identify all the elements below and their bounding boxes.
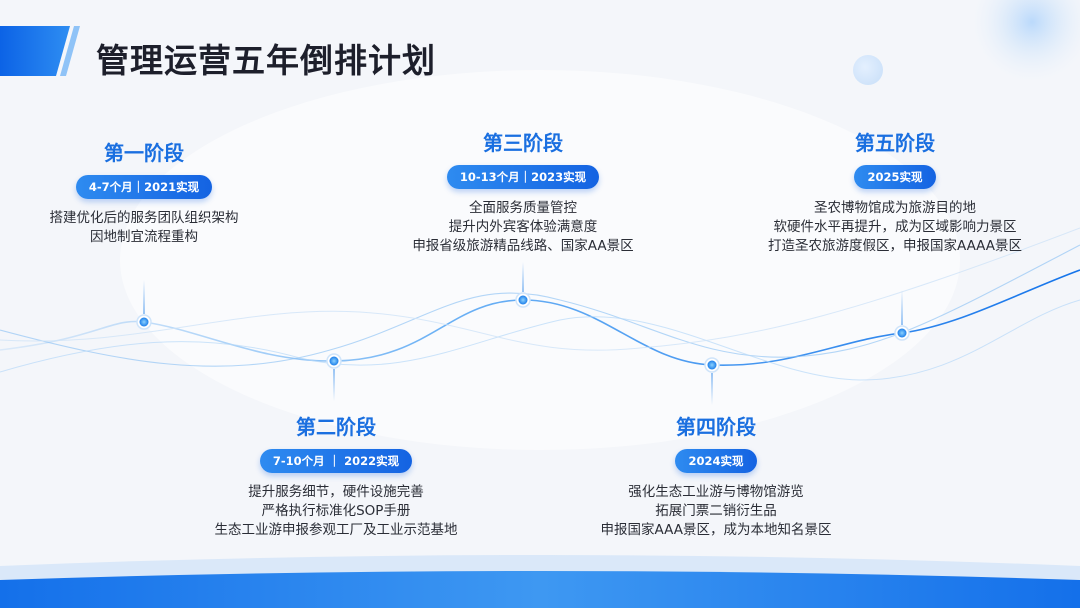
- stage-3-description: 全面服务质量管控 提升内外宾客体验满意度 申报省级旅游精品线路、国家AA景区: [293, 199, 753, 256]
- stage-5-block: 第五阶段 2025实现 圣农博物馆成为旅游目的地 软硬件水平再提升，成为区域影响…: [665, 130, 1080, 256]
- stage-5-description: 圣农博物馆成为旅游目的地 软硬件水平再提升，成为区域影响力景区 打造圣农旅游度假…: [665, 199, 1080, 256]
- title-tag-stripe: [60, 26, 80, 76]
- stage-3-name: 第三阶段: [483, 131, 563, 155]
- stage-2-name: 第二阶段: [296, 415, 376, 439]
- stage-1-line-1: 搭建优化后的服务团队组织架构: [49, 210, 239, 226]
- stage-5-line-2: 软硬件水平再提升，成为区域影响力景区: [773, 219, 1017, 235]
- node-stage-4: [704, 357, 720, 373]
- stage-3-period-badge: 10-13个月｜2023实现: [446, 165, 600, 189]
- decor-corner-glow: [972, 0, 1080, 82]
- stage-4-line-1: 强化生态工业游与博物馆游览: [628, 484, 804, 500]
- stage-3-line-2: 提升内外宾客体验满意度: [448, 219, 598, 235]
- stage-1-period-badge: 4-7个月｜2021实现: [75, 175, 213, 199]
- stage-4-period-badge: 2024实现: [675, 449, 757, 473]
- stage-4-line-3: 申报国家AAA景区，成为本地知名景区: [600, 522, 832, 538]
- stage-4-description: 强化生态工业游与博物馆游览 拓展门票二销衍生品 申报国家AAA景区，成为本地知名…: [486, 483, 946, 540]
- connector-stage-4: [711, 373, 713, 405]
- stage-1-line-2: 因地制宜流程重构: [90, 229, 198, 245]
- stage-3-block: 第三阶段 10-13个月｜2023实现 全面服务质量管控 提升内外宾客体验满意度…: [293, 130, 753, 256]
- timeline-wave-2: [0, 244, 1080, 367]
- stage-1-block: 第一阶段 4-7个月｜2021实现 搭建优化后的服务团队组织架构 因地制宜流程重…: [0, 140, 374, 247]
- stage-3-line-1: 全面服务质量管控: [469, 200, 577, 216]
- stage-2-description: 提升服务细节，硬件设施完善 严格执行标准化SOP手册 生态工业游申报参观工厂及工…: [106, 483, 566, 540]
- node-stage-5: [894, 325, 910, 341]
- stage-4-block: 第四阶段 2024实现 强化生态工业游与博物馆游览 拓展门票二销衍生品 申报国家…: [486, 414, 946, 540]
- timeline-wave-4: [0, 227, 1080, 351]
- stage-5-line-3: 打造圣农旅游度假区，申报国家AAAA景区: [767, 238, 1023, 254]
- stage-3-line-3: 申报省级旅游精品线路、国家AA景区: [412, 238, 634, 254]
- timeline-wave-3: [0, 299, 1080, 381]
- stage-5-name: 第五阶段: [855, 131, 935, 155]
- title-tag-decor: [0, 26, 70, 76]
- connector-stage-1: [143, 280, 145, 314]
- footer-wave-band: [0, 571, 1080, 608]
- stage-2-block: 第二阶段 7-10个月 ｜ 2022实现 提升服务细节，硬件设施完善 严格执行标…: [106, 414, 566, 540]
- connector-stage-3: [522, 262, 524, 292]
- node-stage-2: [326, 353, 342, 369]
- decor-bubble: [853, 55, 883, 85]
- node-stage-3: [515, 292, 531, 308]
- stage-1-description: 搭建优化后的服务团队组织架构 因地制宜流程重构: [0, 209, 374, 247]
- page-title: 管理运营五年倒排计划: [96, 41, 436, 80]
- stage-1-name: 第一阶段: [104, 141, 184, 165]
- stage-2-line-3: 生态工业游申报参观工厂及工业示范基地: [214, 522, 458, 538]
- stage-4-line-2: 拓展门票二销衍生品: [655, 503, 777, 519]
- stage-2-period-badge: 7-10个月 ｜ 2022实现: [259, 449, 413, 473]
- node-stage-1: [136, 314, 152, 330]
- stage-4-name: 第四阶段: [676, 415, 756, 439]
- connector-stage-2: [333, 369, 335, 401]
- stage-2-line-2: 严格执行标准化SOP手册: [261, 503, 411, 519]
- stage-2-line-1: 提升服务细节，硬件设施完善: [248, 484, 424, 500]
- stage-5-period-badge: 2025实现: [854, 165, 936, 189]
- stage-5-line-1: 圣农博物馆成为旅游目的地: [814, 200, 976, 216]
- connector-stage-5: [901, 290, 903, 325]
